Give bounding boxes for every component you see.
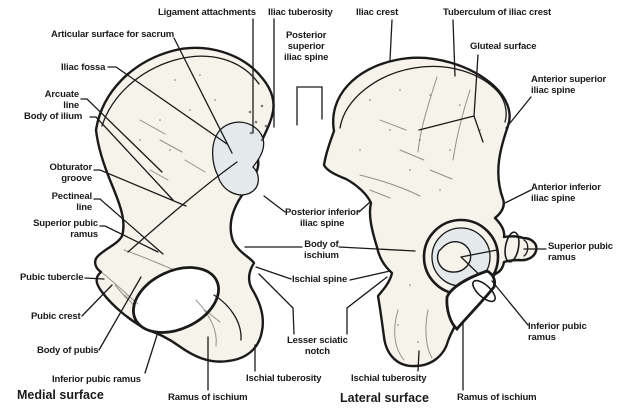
leader-tuberculum <box>452 19 456 77</box>
gluteal-lines <box>359 76 471 197</box>
leader-inferior-pubic-ramus-right <box>491 280 529 326</box>
medial-iliac-crest-line <box>101 55 260 127</box>
lateral-hatching <box>369 119 453 361</box>
label-superior-pubic-ramus-left: Superior pubic ramus <box>33 218 98 240</box>
leader-lines <box>80 18 547 391</box>
leader-superior-pubic-ramus-left <box>99 225 159 253</box>
label-ligament-attachments: Ligament attachments <box>158 7 256 18</box>
leader-obturator-groove <box>93 169 187 207</box>
leader-ischial-tuberosity-mid <box>417 350 420 372</box>
leader-pubic-crest <box>81 284 113 317</box>
label-body-of-ilium: Body of ilium <box>24 111 83 122</box>
leader-asis <box>505 96 532 129</box>
leader-lesser-sciatic-notch <box>258 273 388 335</box>
label-pubic-crest: Pubic crest <box>31 311 81 322</box>
label-obturator-groove: Obturator groove <box>49 162 93 184</box>
leader-body-of-pubis <box>98 276 142 351</box>
label-ischial-spine: Ischial spine <box>292 274 348 285</box>
label-arcuate-line: Arcuate line <box>44 89 79 111</box>
label-tuberculum-of-iliac-crest: Tuberculum of iliac crest <box>443 7 551 18</box>
leader-iliac-fossa <box>107 66 228 145</box>
label-ischial-tuberosity-mid: Ischial tuberosity <box>351 373 427 384</box>
leader-ischial-spine <box>255 266 391 281</box>
leader-body-of-ilium <box>89 116 174 201</box>
label-body-of-ischium: Body of ischium <box>304 239 339 261</box>
acetabular-fossa <box>436 241 472 273</box>
label-ramus-of-ischium-left: Ramus of ischium <box>168 392 248 403</box>
obturator-foramen-lateral <box>445 269 496 331</box>
leader-psis-bracket <box>296 86 323 126</box>
label-lesser-sciatic-notch: Lesser sciatic notch <box>287 335 348 357</box>
label-inferior-pubic-ramus-right: Inferior pubic ramus <box>528 321 587 343</box>
label-posterior-superior-iliac-spine: Posterior superior iliac spine <box>284 30 329 63</box>
label-gluteal-surface: Gluteal surface <box>470 41 537 52</box>
leader-pectineal-line <box>93 198 164 255</box>
title-lateral-surface: Lateral surface <box>340 391 429 405</box>
leader-iliac-crest <box>389 19 393 61</box>
label-ramus-of-ischium-right: Ramus of ischium <box>457 392 537 403</box>
leader-aiis <box>502 189 532 205</box>
label-pectineal-line: Pectineal line <box>51 191 93 213</box>
pubic-break-mark-inferior <box>472 279 496 303</box>
label-ischial-tuberosity-left: Ischial tuberosity <box>246 373 322 384</box>
label-anterior-inferior-iliac-spine: Anterior inferior iliac spine <box>531 182 601 204</box>
label-superior-pubic-ramus-right: Superior pubic ramus <box>548 241 613 263</box>
label-pubic-tubercle: Pubic tubercle <box>20 272 84 283</box>
obturator-foramen-medial <box>132 266 220 334</box>
label-iliac-fossa: Iliac fossa <box>61 62 106 73</box>
label-body-of-pubis: Body of pubis <box>37 345 99 356</box>
pubic-break-mark-superior <box>504 231 520 263</box>
leader-piis <box>263 195 371 213</box>
ramus-stub-line <box>523 239 529 257</box>
title-medial-surface: Medial surface <box>17 388 104 402</box>
lateral-bone <box>322 56 538 368</box>
arcuate-line-ridge <box>127 161 238 253</box>
lateral-bone-outline <box>322 56 538 368</box>
leader-gluteal-surface <box>418 54 484 143</box>
label-inferior-pubic-ramus-left: Inferior pubic ramus <box>52 374 141 385</box>
lateral-iliac-crest-line <box>339 65 507 129</box>
leader-inferior-pubic-ramus-left <box>144 331 159 374</box>
label-articular-surface-for-sacrum: Articular surface for sacrum <box>51 29 175 40</box>
label-anterior-superior-iliac-spine: Anterior superior iliac spine <box>531 74 607 96</box>
ischial-tuberosity-line <box>213 294 242 341</box>
medial-hatching <box>114 119 221 323</box>
leader-body-of-ischium <box>244 246 416 252</box>
pubis-detail-line <box>100 271 139 305</box>
label-iliac-crest: Iliac crest <box>356 7 399 18</box>
label-posterior-inferior-iliac-spine: Posterior inferior iliac spine <box>285 207 360 229</box>
label-iliac-tuberosity: Iliac tuberosity <box>268 7 333 18</box>
leader-articular-surface <box>173 37 233 154</box>
leader-pubic-tubercle <box>84 277 105 280</box>
ischium-detail-line <box>195 299 217 347</box>
leader-arcuate-line <box>80 98 163 173</box>
